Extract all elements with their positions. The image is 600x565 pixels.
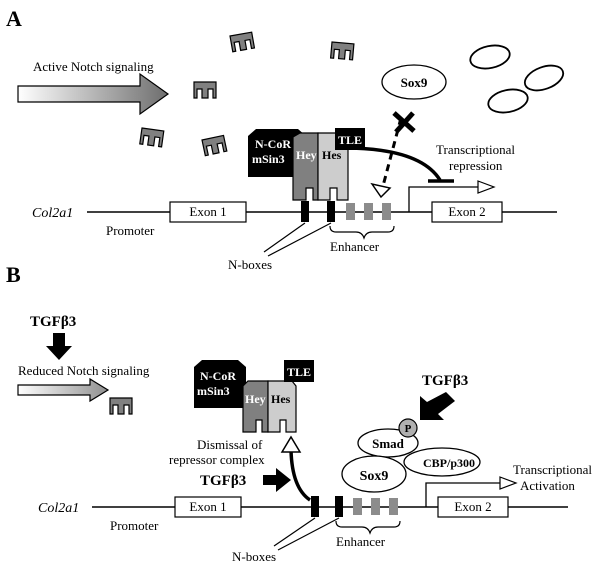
ncor-msin3-protein xyxy=(194,360,246,408)
transcription-start-arrowhead xyxy=(499,476,518,490)
transcriptional-activation-label-1: Transcriptional xyxy=(513,462,592,477)
n-boxes-label: N-boxes xyxy=(232,549,276,564)
enhancer-label: Enhancer xyxy=(330,239,380,254)
ncor-msin3-protein xyxy=(248,129,306,177)
exon2-box xyxy=(437,496,509,518)
notch-signal-arrow xyxy=(17,72,170,116)
enhancer-element xyxy=(346,203,355,220)
enhancer-brace xyxy=(329,225,395,240)
n-box-pointer xyxy=(277,517,340,551)
msin3-label: mSin3 xyxy=(197,384,230,398)
panel-b-label: B xyxy=(6,262,21,287)
transcriptional-activation-label-2: Activation xyxy=(520,478,575,493)
sox9-ellipse xyxy=(381,64,447,100)
hey-label: Hey xyxy=(245,392,266,406)
notch-receptor-icon xyxy=(139,127,165,148)
notch-receptor-icon xyxy=(229,31,256,53)
transcription-start-arrowhead xyxy=(477,180,496,194)
enhancer-element xyxy=(364,203,373,220)
cbp-p300-label: CBP/p300 xyxy=(423,456,475,470)
n-box-pointer xyxy=(273,517,316,547)
exon1-label: Exon 1 xyxy=(189,499,226,514)
repression-arc xyxy=(343,146,442,181)
col2a1-gene-label: Col2a1 xyxy=(38,501,79,516)
msin3-label: mSin3 xyxy=(252,152,285,166)
enhancer-label: Enhancer xyxy=(336,534,386,549)
n-box xyxy=(301,201,309,222)
tgfb3-left-label: TGFβ3 xyxy=(200,473,246,489)
tle-label: TLE xyxy=(338,133,362,147)
tle-protein xyxy=(284,360,314,382)
enhancer-brace xyxy=(335,520,401,535)
enhancer-element xyxy=(371,498,380,515)
phosphate-label: P xyxy=(405,423,412,435)
sox9-label: Sox9 xyxy=(401,75,428,90)
tgfb3-down-arrow xyxy=(46,333,72,360)
ncor-label: N-CoR xyxy=(255,137,291,151)
hes-label: Hes xyxy=(271,392,291,406)
panel-b: B TGFβ3 Reduced Notch signaling N-CoR mS… xyxy=(6,262,592,564)
exon1-box xyxy=(174,496,242,518)
dismissal-arrow xyxy=(289,449,312,502)
cbp-p300-ellipse xyxy=(403,447,481,477)
n-box-pointer xyxy=(263,222,306,253)
active-notch-signaling-label: Active Notch signaling xyxy=(33,59,154,74)
promoter-label: Promoter xyxy=(110,518,159,533)
tgfb3-diagonal-arrow xyxy=(420,392,455,420)
sox9-unbound-ellipse xyxy=(469,44,511,70)
notch-receptor-icon xyxy=(201,134,228,157)
blocked-binding-arrowhead xyxy=(370,182,392,199)
sox9-label: Sox9 xyxy=(360,469,389,484)
notch-receptor-icon xyxy=(330,41,355,61)
promoter-label: Promoter xyxy=(106,223,155,238)
phosphate-circle xyxy=(398,418,418,438)
hes-label: Hes xyxy=(322,148,342,162)
sox9-ellipse xyxy=(341,455,407,493)
hes-protein xyxy=(267,380,297,433)
enhancer-element xyxy=(389,498,398,515)
transcription-start-arrow xyxy=(425,482,500,507)
transcription-start-arrow xyxy=(408,186,478,212)
reduced-signal-arrow xyxy=(17,377,110,403)
n-box xyxy=(311,496,319,517)
dismissal-label-1: Dismissal of xyxy=(197,437,263,452)
exon1-label: Exon 1 xyxy=(189,204,226,219)
exon2-label: Exon 2 xyxy=(454,499,491,514)
smad-label: Smad xyxy=(372,436,405,451)
reduced-notch-signaling-label: Reduced Notch signaling xyxy=(18,363,150,378)
enhancer-element xyxy=(382,203,391,220)
dissociated-repressor-complex: N-CoR mSin3 Hey Hes TLE xyxy=(194,360,314,433)
tgfb3-right-arrow xyxy=(263,468,291,492)
n-box xyxy=(335,496,343,517)
tle-protein xyxy=(335,128,365,150)
exon2-label: Exon 2 xyxy=(448,204,485,219)
ncor-label: N-CoR xyxy=(200,369,236,383)
sox9-unbound-ellipse xyxy=(487,88,529,114)
hey-protein xyxy=(292,132,319,201)
hey-label: Hey xyxy=(296,148,317,162)
col2a1-gene-label: Col2a1 xyxy=(32,206,73,221)
tle-label: TLE xyxy=(287,365,311,379)
tgfb3-right-label: TGFβ3 xyxy=(422,373,468,389)
notch-receptor-icon xyxy=(193,81,217,99)
n-boxes-label: N-boxes xyxy=(228,257,272,272)
panel-a-label: A xyxy=(6,6,22,31)
n-box xyxy=(327,201,335,222)
block-x-icon xyxy=(392,111,416,134)
sox9-unbound-ellipse xyxy=(523,64,565,92)
dismissal-arrowhead xyxy=(280,435,302,453)
repressor-complex: N-CoR mSin3 Hey Hes TLE xyxy=(248,128,365,201)
notch-receptor-icon xyxy=(109,397,133,415)
transcriptional-repression-label-1: Transcriptional xyxy=(436,142,515,157)
dismissal-label-2: repressor complex xyxy=(169,452,265,467)
n-box-pointer xyxy=(267,222,332,257)
exon1-box xyxy=(169,201,247,223)
enhancer-element xyxy=(353,498,362,515)
exon2-box xyxy=(431,201,503,223)
tgfb3-top-label: TGFβ3 xyxy=(30,314,76,330)
panel-a: A Active Notch signaling Sox9 Transcript… xyxy=(6,6,565,272)
transcriptional-repression-label-2: repression xyxy=(449,158,503,173)
hey-protein xyxy=(242,380,269,433)
